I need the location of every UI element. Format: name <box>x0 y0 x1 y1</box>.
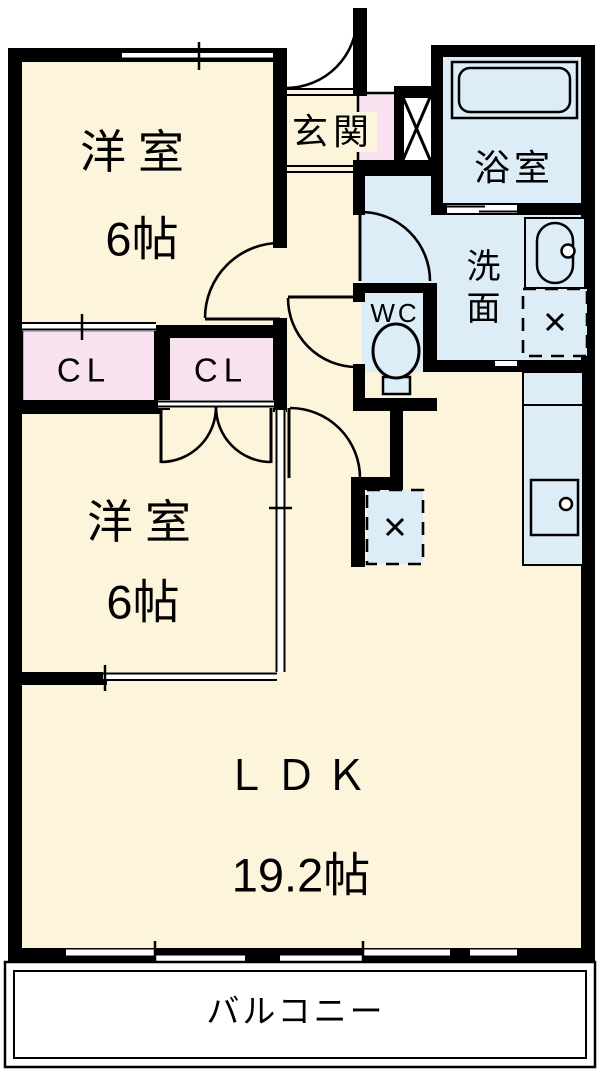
bedroom1-size-label: 6帖 <box>105 212 179 266</box>
room-hall-column <box>287 88 362 952</box>
kitchen-counter <box>522 371 584 566</box>
wc-label: WC <box>370 298 420 328</box>
closet-right-label: CL <box>193 351 249 389</box>
ldk-label: ＬＤＫ <box>224 752 376 799</box>
washroom-door <box>358 210 432 282</box>
bedroom1-door <box>203 241 281 321</box>
bedroom2-partition-wall <box>269 410 292 672</box>
closet-left-sliding-door <box>22 314 156 340</box>
closet-right-double-doors <box>159 406 273 464</box>
kitchen-sink-icon <box>529 478 580 537</box>
wc-door <box>286 295 358 369</box>
washroom-label: 洗面 <box>461 248 499 332</box>
hall-ldk-door <box>287 406 362 479</box>
fixtures <box>365 60 589 566</box>
toilet-icon <box>371 322 421 396</box>
bedroom2-label: 洋室 <box>87 496 203 548</box>
bathroom-sliding-door <box>447 205 517 213</box>
closet-left-label: CL <box>56 351 112 389</box>
doors <box>159 13 432 479</box>
washroom-kitchen-opening <box>495 361 517 366</box>
washing-machine-space <box>521 287 589 358</box>
bathroom-label: 浴室 <box>473 147 555 188</box>
balcony-outline <box>3 960 597 1069</box>
window-symbols <box>22 42 517 969</box>
pipe-space-icon <box>400 94 433 163</box>
closet-right-opening <box>158 400 274 408</box>
genkan-label: 玄関 <box>288 112 378 152</box>
genkan-threshold <box>287 88 353 173</box>
floor-fills <box>14 50 587 952</box>
washbasin-icon <box>524 217 586 289</box>
entrance-door <box>286 13 359 90</box>
bathtub-icon <box>450 60 579 120</box>
bedroom1-label: 洋室 <box>80 126 196 178</box>
refrigerator-space <box>365 488 425 566</box>
closet-right-box <box>164 334 277 404</box>
window-bedroom1 <box>122 42 273 70</box>
room-bedroom-column <box>14 54 287 952</box>
bedroom2-size-label: 6帖 <box>106 575 180 629</box>
ldk-size-label: 19.2帖 <box>231 848 371 902</box>
balcony-label: バルコニー <box>206 992 386 1030</box>
bedroom2-ldk-partition <box>103 665 277 691</box>
